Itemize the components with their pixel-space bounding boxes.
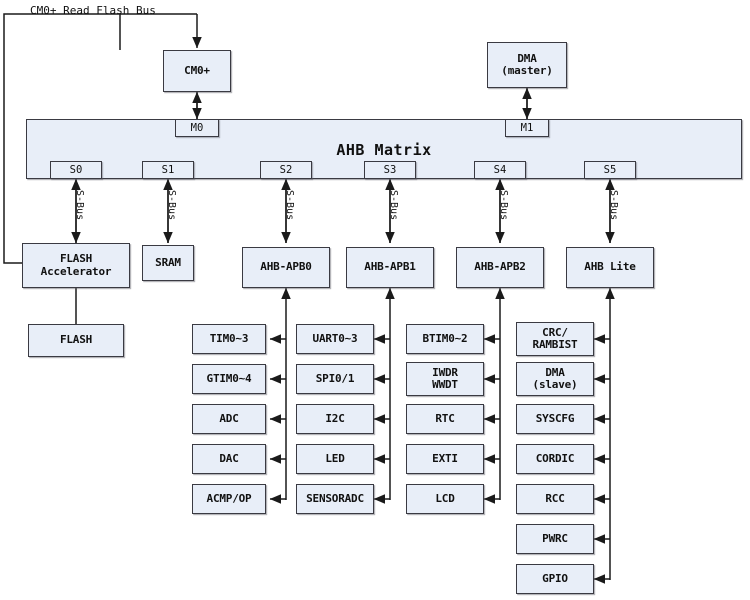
peripheral-exti[interactable]: EXTI (406, 444, 484, 474)
sbus-label-s5: S-Bus (608, 190, 619, 221)
port-s5[interactable]: S5 (584, 161, 636, 179)
peripheral-label2: WWDT (432, 378, 458, 391)
peripheral-label: PWRC (542, 531, 568, 545)
block-dma-master-label: DMA (517, 51, 537, 65)
peripheral-spi0-1[interactable]: SPI0/1 (296, 364, 374, 394)
peripheral-label: LED (325, 451, 345, 465)
peripheral-label: EXTI (432, 451, 458, 465)
block-sram-label: SRAM (155, 255, 181, 269)
peripheral-uart0-3[interactable]: UART0~3 (296, 324, 374, 354)
peripheral-syscfg[interactable]: SYSCFG (516, 404, 594, 434)
block-sram[interactable]: SRAM (142, 245, 194, 281)
block-ahb-apb1-label: AHB-APB1 (364, 260, 416, 274)
peripheral-label: GPIO (542, 571, 568, 585)
peripheral-i2c[interactable]: I2C (296, 404, 374, 434)
sbus-label-s1: S-Bus (166, 190, 177, 221)
peripheral-label: IWDR (432, 365, 458, 379)
peripheral-label: SENSORADC (306, 491, 364, 505)
peripheral-label: BTIM0~2 (422, 331, 468, 345)
peripheral-gpio[interactable]: GPIO (516, 564, 594, 594)
peripheral-acmp-op[interactable]: ACMP/OP (192, 484, 266, 514)
peripheral-tim0-3[interactable]: TIM0~3 (192, 324, 266, 354)
peripheral-iwdr-wwdt[interactable]: IWDR WWDT (406, 362, 484, 396)
peripheral-label: ADC (219, 411, 239, 425)
block-ahb-apb0[interactable]: AHB-APB0 (242, 247, 330, 288)
peripheral-lcd[interactable]: LCD (406, 484, 484, 514)
peripheral-label: CORDIC (535, 451, 575, 465)
block-flash-label: FLASH (59, 333, 93, 347)
port-s3[interactable]: S3 (364, 161, 416, 179)
port-s1[interactable]: S1 (142, 161, 194, 179)
peripheral-sensoradc[interactable]: SENSORADC (296, 484, 374, 514)
sbus-label-s4: S-Bus (498, 190, 509, 221)
peripheral-label: UART0~3 (312, 331, 358, 345)
peripheral-label: TIM0~3 (209, 331, 249, 345)
block-dma-master[interactable]: DMA (master) (487, 42, 567, 88)
peripheral-crc-rambist[interactable]: CRC/ RAMBIST (516, 322, 594, 356)
peripheral-btim0-2[interactable]: BTIM0~2 (406, 324, 484, 354)
sbus-label-s0: S-Bus (74, 190, 85, 221)
peripheral-adc[interactable]: ADC (192, 404, 266, 434)
block-cm0plus-label: CM0+ (184, 63, 210, 77)
peripheral-label: LCD (435, 491, 455, 505)
block-ahb-lite-label: AHB Lite (584, 260, 636, 274)
peripheral-label: RCC (545, 491, 565, 505)
sbus-label-s3: S-Bus (388, 190, 399, 221)
peripheral-gtim0-4[interactable]: GTIM0~4 (192, 364, 266, 394)
peripheral-label: CRC/ (542, 325, 568, 339)
ahb-matrix-title: AHB Matrix (336, 141, 432, 159)
port-s2[interactable]: S2 (260, 161, 312, 179)
peripheral-cordic[interactable]: CORDIC (516, 444, 594, 474)
peripheral-label: DAC (219, 451, 239, 465)
block-ahb-apb1[interactable]: AHB-APB1 (346, 247, 434, 288)
peripheral-label2: RAMBIST (532, 338, 578, 351)
peripheral-label: SYSCFG (535, 411, 575, 425)
block-ahb-apb0-label: AHB-APB0 (260, 260, 312, 274)
peripheral-rtc[interactable]: RTC (406, 404, 484, 434)
block-dma-master-label2: (master) (501, 64, 553, 77)
peripheral-dac[interactable]: DAC (192, 444, 266, 474)
port-m0[interactable]: M0 (175, 119, 219, 137)
peripheral-rcc[interactable]: RCC (516, 484, 594, 514)
port-s0[interactable]: S0 (50, 161, 102, 179)
peripheral-label: DMA (545, 365, 565, 379)
peripheral-pwrc[interactable]: PWRC (516, 524, 594, 554)
block-ahb-lite[interactable]: AHB Lite (566, 247, 654, 288)
block-flash[interactable]: FLASH (28, 324, 124, 357)
peripheral-dma-slave[interactable]: DMA (slave) (516, 362, 594, 396)
block-flash-accelerator-label2: Accelerator (40, 264, 112, 278)
peripheral-label: RTC (435, 411, 455, 425)
port-m1[interactable]: M1 (505, 119, 549, 137)
peripheral-label: SPI0/1 (315, 371, 355, 385)
sbus-label-s2: S-Bus (284, 190, 295, 221)
block-ahb-apb2[interactable]: AHB-APB2 (456, 247, 544, 288)
peripheral-label: ACMP/OP (206, 491, 252, 505)
peripheral-led[interactable]: LED (296, 444, 374, 474)
block-flash-accelerator[interactable]: FLASH Accelerator (22, 243, 130, 288)
block-ahb-apb2-label: AHB-APB2 (474, 260, 526, 274)
peripheral-label2: (slave) (532, 378, 578, 391)
block-flash-accelerator-label: FLASH (59, 252, 93, 266)
peripheral-label: GTIM0~4 (206, 371, 252, 385)
peripheral-label: I2C (325, 411, 345, 425)
block-cm0plus[interactable]: CM0+ (163, 50, 231, 92)
port-s4[interactable]: S4 (474, 161, 526, 179)
flash-read-bus-label: CM0+ Read Flash Bus (30, 4, 156, 17)
